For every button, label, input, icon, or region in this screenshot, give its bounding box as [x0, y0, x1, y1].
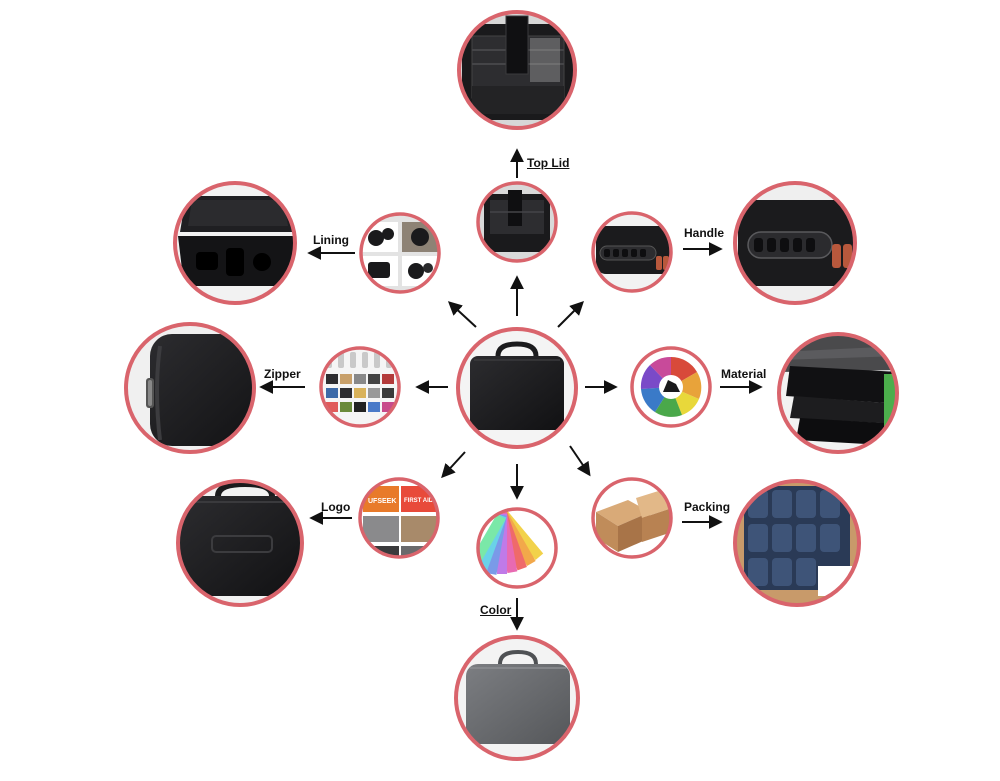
arrow-left-icon	[447, 301, 477, 328]
lining-small-photo	[359, 212, 441, 294]
logo-large-photo	[176, 479, 304, 607]
label-top-lid: Top Lid	[527, 156, 570, 170]
handle-small-photo	[591, 211, 673, 293]
logo-sample-brand-text: UFSEEK	[368, 498, 396, 505]
label-packing: Packing	[684, 500, 731, 514]
logo-small-photo: UFSEEK FIRST AID	[358, 477, 440, 559]
zipper-small-photo	[319, 346, 401, 428]
packing-small-photo	[591, 477, 673, 559]
material-large-photo	[777, 332, 899, 454]
label-handle: Handle	[684, 226, 725, 240]
color-large-photo	[454, 635, 580, 761]
logo-sample-card-text: FIRST AID	[404, 498, 434, 504]
material-small-photo	[630, 346, 712, 428]
label-color: Color	[480, 603, 512, 617]
label-logo: Logo	[321, 500, 351, 514]
top-lid-small-photo	[476, 181, 558, 263]
zipper-large-photo	[124, 322, 256, 454]
arrows	[259, 148, 763, 631]
lining-large-photo	[173, 181, 297, 305]
arrow-left-icon	[441, 451, 466, 479]
arrow-right-icon	[557, 301, 584, 328]
color-small-photo	[476, 507, 558, 589]
arrow-right-icon	[569, 445, 591, 477]
top-lid-large-photo	[457, 10, 577, 130]
label-zipper: Zipper	[264, 367, 301, 381]
label-material: Material	[721, 367, 767, 381]
center-case-photo	[456, 327, 578, 449]
label-lining: Lining	[313, 233, 349, 247]
packing-large-photo	[733, 479, 861, 607]
handle-large-photo	[733, 181, 857, 305]
